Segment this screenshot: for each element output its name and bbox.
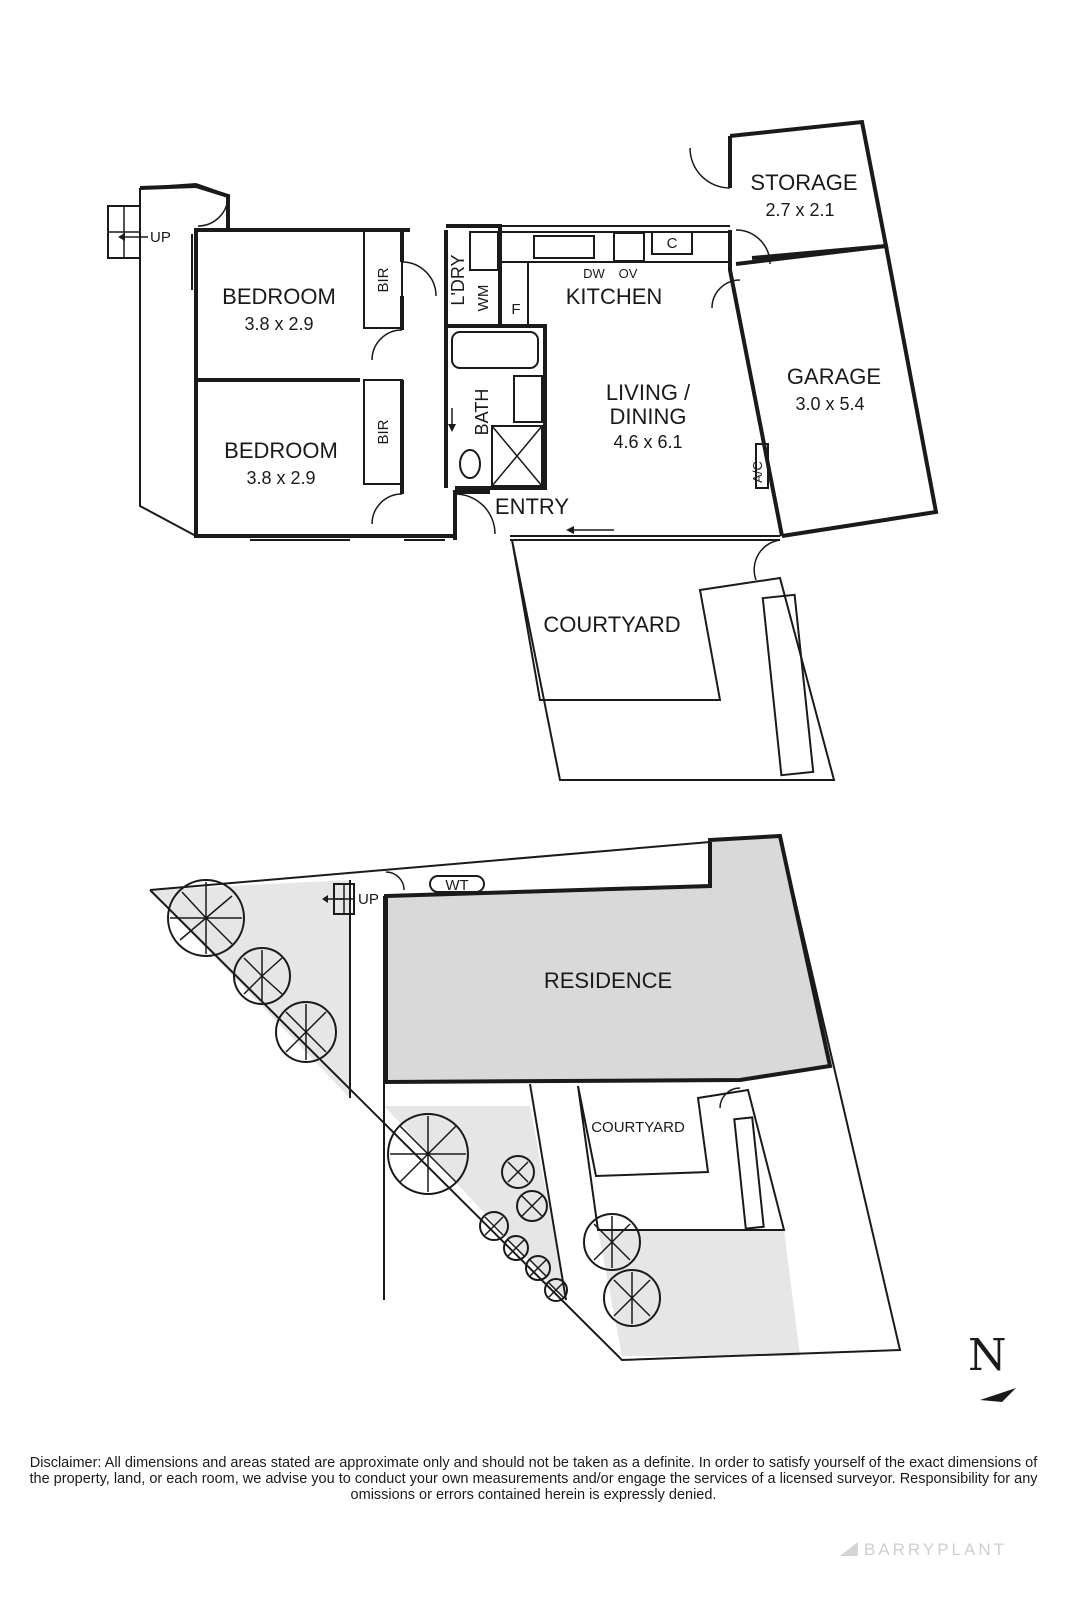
kitchen-label: KITCHEN (566, 284, 663, 309)
tree-icon (233, 947, 291, 1005)
floor-plan (107, 119, 939, 781)
tree-icon (387, 1113, 469, 1195)
ac-label: A/C (750, 461, 765, 483)
wt-label: WT (445, 877, 468, 894)
brand-name: BARRYPLANT (863, 1540, 1007, 1559)
up-label: UP (150, 229, 171, 246)
living-size: 4.6 x 6.1 (613, 432, 682, 452)
side-path-lines (139, 182, 231, 537)
tree-icon (525, 1255, 551, 1281)
bir-1-label: BIR (375, 267, 392, 292)
bir-2-label: BIR (375, 419, 392, 444)
site-boundary (149, 834, 902, 1362)
tree-icon (503, 1235, 529, 1261)
courtyard-outline (511, 539, 836, 781)
garage-left-wall (728, 230, 784, 537)
cupboard-label: C (667, 235, 678, 252)
living-label-line1: LIVING / (606, 380, 691, 405)
site-garden-bed (733, 1116, 765, 1230)
entry-door-arc (454, 493, 496, 535)
residence-footprint (384, 833, 833, 1085)
side-door-arc (197, 195, 229, 227)
door-arc (735, 229, 771, 265)
door-arc (371, 493, 403, 525)
tree-icon (603, 1269, 661, 1327)
door-arc (719, 1087, 741, 1109)
laundry-tub (469, 231, 499, 271)
door-arc (385, 871, 405, 891)
side-path-outline (139, 183, 230, 230)
water-tank (429, 875, 485, 893)
bath-label: BATH (472, 389, 492, 436)
living-label-line2: DINING (610, 404, 687, 429)
bedroom-2-label: BEDROOM (224, 438, 338, 463)
garage-size: 3.0 x 5.4 (795, 394, 864, 414)
vanity (513, 375, 543, 423)
entry-label: ENTRY (495, 494, 569, 519)
arrow-icon (448, 408, 456, 432)
door-arc (753, 539, 781, 581)
bathroom-walls (446, 324, 547, 490)
brand-logo-icon (839, 1542, 858, 1556)
north-arrow-icon (980, 1388, 1016, 1402)
tree-icon (516, 1190, 548, 1222)
up-arrow-icon (118, 233, 148, 241)
door-arc (711, 279, 741, 309)
rear-garden-shade (598, 1230, 800, 1356)
tree-icon (479, 1211, 509, 1241)
tree-icon (544, 1278, 568, 1302)
tree-icon (167, 879, 245, 957)
cooktop (613, 232, 645, 262)
site-courtyard (577, 1085, 786, 1231)
laundry-label: L'DRY (448, 254, 468, 305)
bathtub (451, 331, 539, 369)
tree-icon (275, 1001, 337, 1063)
shower (491, 425, 543, 487)
courtyard-label: COURTYARD (543, 612, 680, 637)
bedroom-wing-walls (194, 228, 457, 538)
brand-watermark: BARRYPLANT (839, 1540, 1007, 1560)
dw-label: DW (583, 266, 605, 281)
site-up-arrow-icon (322, 895, 344, 903)
wm-label: WM (475, 285, 492, 312)
site-courtyard-label: COURTYARD (591, 1119, 685, 1136)
sliding-door-arrow-icon (566, 526, 614, 534)
site-up-label: UP (358, 891, 379, 908)
bedroom-2-size: 3.8 x 2.9 (246, 468, 315, 488)
cupboard-c (651, 231, 693, 255)
ov-label: OV (619, 266, 638, 281)
toilet (459, 449, 481, 479)
tree-icon (501, 1155, 535, 1189)
site-plan (149, 833, 902, 1362)
door-arc (371, 329, 403, 361)
fridge-label: F (511, 301, 520, 318)
kitchen-sink (533, 235, 595, 259)
storage-label: STORAGE (750, 170, 857, 195)
door-arc (689, 147, 731, 189)
garage-label: GARAGE (787, 364, 881, 389)
storage-walls (729, 119, 889, 260)
bir-1 (363, 230, 403, 329)
residence-label: RESIDENCE (544, 968, 672, 993)
storage-size: 2.7 x 2.1 (765, 200, 834, 220)
door-arc (401, 261, 437, 297)
disclaimer-text: Disclaimer: All dimensions and areas sta… (29, 1455, 1038, 1503)
tree-icon (583, 1213, 641, 1271)
garage-walls (735, 243, 939, 538)
ac-unit (755, 443, 769, 489)
north-label: N (968, 1330, 1007, 1381)
bedroom-1-label: BEDROOM (222, 284, 336, 309)
bedroom-1-size: 3.8 x 2.9 (244, 314, 313, 334)
garden-bed (761, 593, 815, 777)
